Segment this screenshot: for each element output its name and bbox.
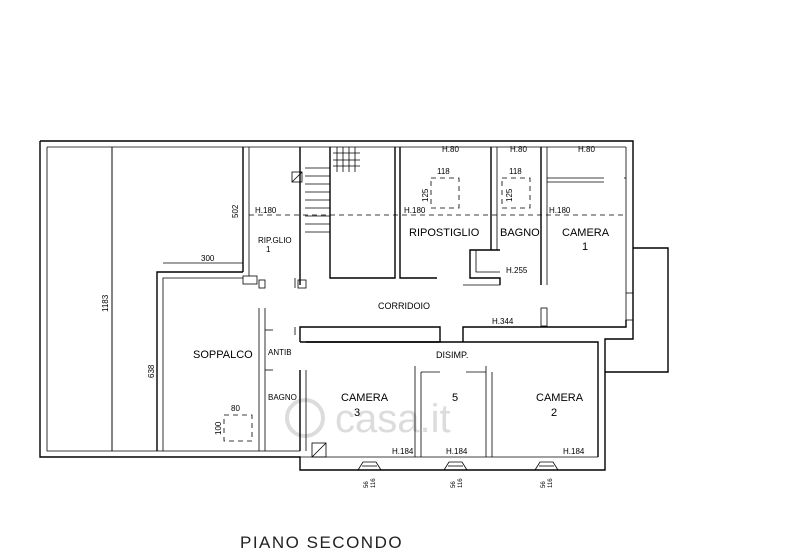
height-label: H.344 xyxy=(492,317,514,326)
dim-label-1183: 1183 xyxy=(101,294,110,312)
dim-label-116b: 116 xyxy=(458,478,464,488)
label-ripostiglio-small-num: 1 xyxy=(266,245,271,254)
soppalco-structure xyxy=(111,147,266,451)
dim-label-118a: 118 xyxy=(437,167,450,176)
wall-bagno-door xyxy=(469,249,501,285)
outer-wall-left-upper xyxy=(39,140,634,471)
fixture-box-ripostiglio xyxy=(430,177,460,209)
label-ripostiglio: RIPOSTIGLIO xyxy=(409,227,480,239)
height-label: H.184 xyxy=(446,447,468,456)
soppalco-railing-inner xyxy=(162,277,243,451)
right-balcony xyxy=(605,247,669,373)
dim-label-118b: 118 xyxy=(509,167,522,176)
pillar xyxy=(258,279,266,289)
pillar xyxy=(540,307,548,327)
soppalco-railing xyxy=(156,271,243,451)
corridor-right-wall xyxy=(462,320,627,342)
pillar xyxy=(242,275,258,285)
outer-walls xyxy=(39,140,669,471)
height-label: H.80 xyxy=(578,145,595,154)
dim-label-638: 638 xyxy=(147,364,156,378)
pillar xyxy=(297,279,307,289)
label-room5: 5 xyxy=(452,392,458,404)
room-labels: SOPPALCO RIP.GLIO 1 RIPOSTIGLIO BAGNO CA… xyxy=(193,227,610,419)
label-camera3: CAMERA xyxy=(341,392,389,404)
windows xyxy=(357,461,559,471)
label-bagno-top: BAGNO xyxy=(500,227,540,239)
fixtures xyxy=(223,177,531,442)
fixture-box-bagno xyxy=(501,177,531,209)
label-camera1: CAMERA xyxy=(562,227,610,239)
label-corridoio: CORRIDOIO xyxy=(378,301,430,311)
label-bagno-left: BAGNO xyxy=(268,393,297,402)
height-labels: H.180 H.80 H.80 H.80 H.180 H.180 H.255 H… xyxy=(255,145,595,456)
wall-bagno-door-inner xyxy=(475,250,500,273)
dim-label-56a: 56 xyxy=(364,481,370,488)
label-camera3-num: 3 xyxy=(354,407,360,419)
height-label: H.180 xyxy=(255,206,277,215)
dim-label-56b: 56 xyxy=(451,481,457,488)
label-disimp: DISIMP. xyxy=(436,350,468,360)
watermark-text: casa.it xyxy=(335,397,451,441)
dim-label-502: 502 xyxy=(231,204,240,218)
dim-label-56c: 56 xyxy=(541,481,547,488)
dim-label-100: 100 xyxy=(214,421,223,435)
label-camera1-num: 1 xyxy=(582,241,588,253)
dim-label-125b: 125 xyxy=(505,188,514,202)
stair-post-diag xyxy=(291,171,303,183)
dim-label-300: 300 xyxy=(201,254,215,263)
fixture-box-soppalco xyxy=(223,414,253,442)
stair-post xyxy=(291,171,303,183)
label-antib: ANTIB xyxy=(268,348,292,357)
dim-label-116a: 116 xyxy=(371,478,377,488)
lower-rooms-walls xyxy=(299,341,599,458)
inner-wall-outline xyxy=(46,147,300,452)
wall-lower-rooms xyxy=(306,341,599,457)
label-camera2: CAMERA xyxy=(536,392,584,404)
height-label: H.80 xyxy=(510,145,527,154)
watermark-logo-icon xyxy=(285,398,325,438)
dimension-labels: 1183 638 502 300 118 125 118 125 80 100 … xyxy=(101,167,554,488)
label-soppalco: SOPPALCO xyxy=(193,349,253,361)
corridor-partition xyxy=(299,326,441,343)
stairwell-wall xyxy=(329,147,396,279)
window-camera2 xyxy=(534,461,559,471)
height-label: H.184 xyxy=(392,447,414,456)
label-camera2-num: 2 xyxy=(551,407,557,419)
height-label: H.184 xyxy=(563,447,585,456)
dim-label-116c: 116 xyxy=(548,478,554,488)
watermark: casa.it xyxy=(285,397,451,441)
wall-ripostiglio xyxy=(399,147,437,279)
height-label: H.180 xyxy=(404,206,426,215)
stairs-area xyxy=(291,147,396,289)
dim-label-80: 80 xyxy=(231,404,240,413)
shaft xyxy=(311,442,327,458)
window-room5 xyxy=(443,461,468,471)
shaft-diag xyxy=(311,442,327,458)
label-ripostiglio-small: RIP.GLIO xyxy=(258,236,292,245)
plan-title: PIANO SECONDO xyxy=(240,533,403,552)
height-label: H.255 xyxy=(506,266,528,275)
dimension-lines xyxy=(111,147,244,451)
height-label: H.80 xyxy=(442,145,459,154)
window-camera3 xyxy=(357,461,382,471)
height-label: H.180 xyxy=(549,206,571,215)
stair-steps xyxy=(305,147,360,233)
dim-label-125a: 125 xyxy=(421,188,430,202)
top-rooms-walls xyxy=(399,147,626,327)
